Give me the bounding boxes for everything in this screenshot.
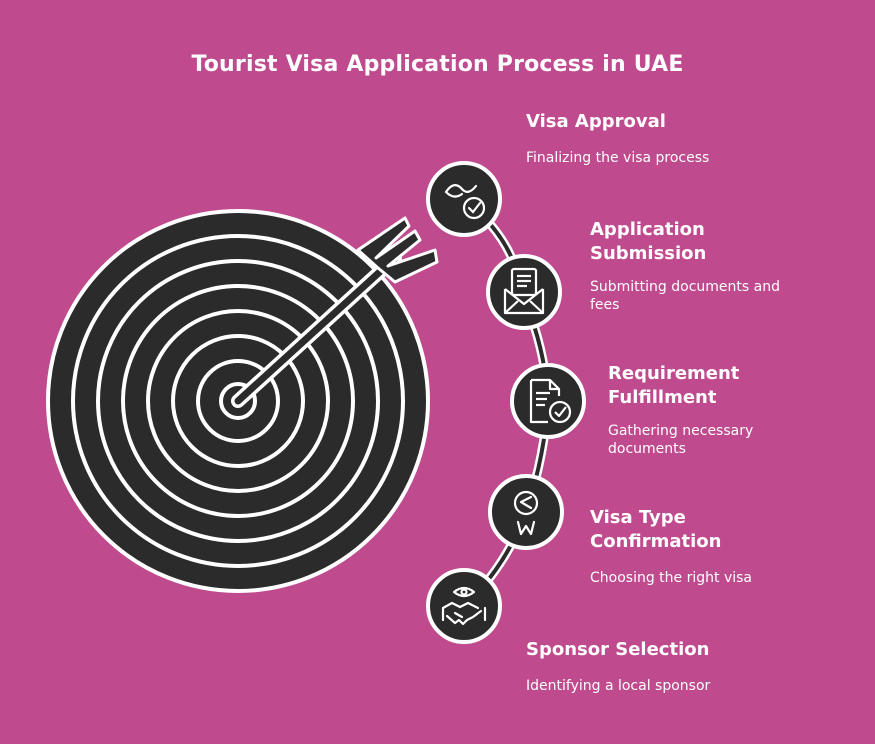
node-visa-approval (426, 161, 502, 237)
step-title-application-submission: Application Submission (590, 219, 707, 264)
step-desc-requirement-fulfillment: Gathering necessary documents (608, 423, 754, 457)
node-visa-type-confirmation (488, 474, 564, 550)
step-title-requirement-fulfillment: Requirement Fulfillment (608, 363, 740, 408)
step-desc-visa-type-confirmation: Choosing the right visa (590, 570, 752, 586)
step-title-sponsor-selection: Sponsor Selection (526, 639, 710, 660)
document-check-icon (529, 378, 572, 424)
step-desc-visa-approval: Finalizing the visa process (526, 150, 710, 166)
approval-icon (444, 184, 486, 220)
node-application-submission (486, 254, 562, 330)
step-desc-application-submission: Submitting documents and fees (590, 279, 780, 313)
handshake-eye-icon (441, 586, 487, 626)
step-title-visa-type-confirmation: Visa Type Confirmation (590, 507, 722, 552)
node-requirement-fulfillment (510, 363, 586, 439)
compass-icon (513, 490, 539, 536)
step-title-visa-approval: Visa Approval (526, 111, 666, 132)
arrow-icon (231, 216, 439, 408)
diagram-title: Tourist Visa Application Process in UAE (191, 52, 684, 77)
node-sponsor-selection (426, 568, 502, 644)
step-desc-sponsor-selection: Identifying a local sponsor (526, 678, 711, 694)
envelope-document-icon (503, 267, 545, 315)
